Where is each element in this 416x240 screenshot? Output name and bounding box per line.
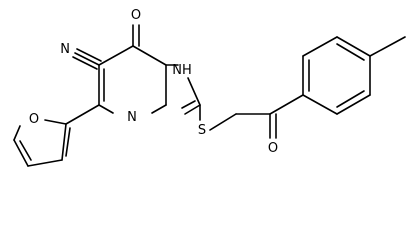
bond [369, 36, 406, 57]
bond [336, 43, 365, 61]
bond [98, 104, 114, 114]
bond [65, 104, 100, 125]
bond [184, 104, 201, 115]
bond [181, 100, 196, 109]
atom-labels: N O NH N O S O [29, 8, 278, 156]
bond [13, 125, 21, 141]
furan-oxygen-label: O [29, 112, 39, 127]
bond [19, 140, 32, 161]
molecule-drawing: N O NH N O S O [13, 8, 406, 167]
bond [151, 104, 167, 114]
ring-nitrogen-label: N [127, 110, 137, 125]
structure-diagram: N O NH N O S O [13, 8, 406, 167]
bond [98, 45, 134, 66]
bond [269, 94, 304, 115]
bond [302, 94, 338, 115]
bond [72, 56, 98, 70]
nitrile-nitrogen-label: N [60, 42, 70, 57]
bond [13, 139, 29, 167]
bond [44, 119, 67, 125]
bond [336, 94, 371, 115]
bonds [13, 24, 406, 167]
bond [74, 52, 100, 66]
bond [65, 127, 71, 157]
bond [209, 113, 237, 131]
ring-carbonyl-oxygen-label: O [131, 8, 141, 23]
ring-nh-label: NH [172, 63, 192, 78]
bond [76, 48, 102, 62]
bond [302, 36, 338, 57]
bond [61, 123, 67, 161]
bond [336, 36, 371, 57]
bond [27, 159, 63, 167]
ketone-oxygen-label: O [268, 141, 278, 156]
bond [132, 45, 167, 66]
bond [336, 90, 365, 108]
bond [187, 77, 201, 106]
thioether-sulfur-label: S [198, 123, 206, 138]
